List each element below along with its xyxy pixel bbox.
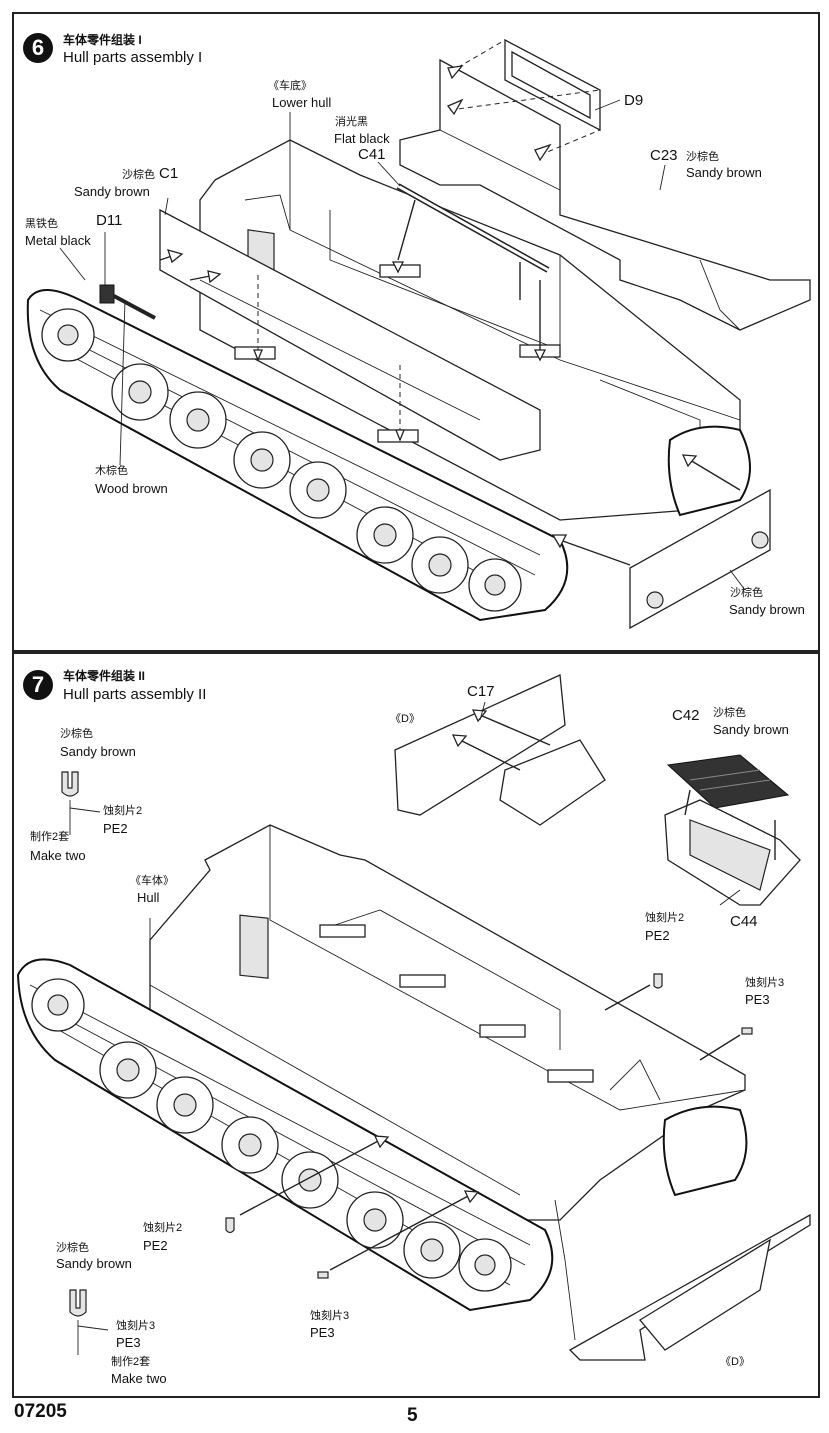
flat-black-label-en: Flat black [334,131,390,146]
lower-hull-label-en: Lower hull [272,95,332,110]
make-two2-en: Make two [111,1371,167,1386]
hull-label-zh: 《车体》 [130,875,174,887]
step-7-title-en: Hull parts assembly II [63,686,207,703]
step7-pe-details [61,771,753,1355]
part-d9-label: D9 [624,92,644,109]
step6-d9-part [446,38,601,162]
step-6-panel [12,12,820,652]
step7-hull [149,824,746,1221]
make-two-zh: 制作2套 [30,831,70,843]
step6-leader-lines [59,99,746,591]
pe2-color-zh: 沙棕色 [60,728,93,740]
step-7-number: 7 [23,670,53,700]
flat-black-label-zh: 消光黑 [335,116,368,128]
rear-plate-color-en: Sandy brown [729,602,805,617]
pe3-bottom-zh: 蚀刻片3 [310,1310,350,1322]
make-two2-zh: 制作2套 [111,1356,151,1368]
step7-c17-part [394,674,606,826]
step-6-title-en: Hull parts assembly I [63,49,203,66]
step6-rear-plate [551,454,771,630]
pe2-detail-zh: 蚀刻片2 [103,805,143,817]
pe2-detail-label: PE2 [103,821,128,836]
step7-tracks-right [662,1105,748,1197]
hull-label-en: Hull [137,890,160,905]
part-d11-label: D11 [96,212,123,229]
step-6-title-zh: 车体零件组装 I [63,33,142,47]
lower-hull-label-zh: 《车底》 [268,80,312,92]
step6-d11-part [99,249,222,320]
pe3-color-en: Sandy brown [56,1256,132,1271]
make-two-en: Make two [30,848,86,863]
page-number: 5 [407,1405,418,1426]
product-code: 07205 [14,1401,67,1422]
wood-brown-zh: 木棕色 [95,465,128,477]
d-ref-top: 《D》 [390,713,420,725]
step7-d-rear-part [554,1199,811,1361]
step6-c23-sponson-plate [399,58,811,331]
pe3-right-zh: 蚀刻片3 [745,977,785,989]
d-ref-bottom: 《D》 [720,1356,750,1368]
step-7-panel [12,652,820,1398]
metal-black-en: Metal black [25,233,91,248]
c1-color-en: Sandy brown [74,184,150,199]
pe2-right-label: PE2 [645,928,670,943]
step-7-title-zh: 车体零件组装 II [63,669,146,683]
wood-brown-en: Wood brown [95,481,168,496]
c23-color-en: Sandy brown [686,165,762,180]
pe3-bottom-label: PE3 [310,1325,335,1340]
pe2-bottom-label: PE2 [143,1238,168,1253]
step-6-number: 6 [23,33,53,63]
pe2-right-zh: 蚀刻片2 [645,912,685,924]
part-c41-label: C41 [358,146,386,163]
c1-color-zh: 沙棕色 [122,169,155,181]
part-c1-label: C1 [159,165,179,182]
step7-c44-part [664,789,801,906]
pe3-color-zh: 沙棕色 [56,1242,89,1254]
part-c17-label: C17 [467,683,495,700]
pe2-bottom-zh: 蚀刻片2 [143,1222,183,1234]
pe3-detail-zh: 蚀刻片3 [116,1320,156,1332]
c42-color-en: Sandy brown [713,722,789,737]
metal-black-zh: 黑铁色 [25,218,58,230]
step7-leader-lines [149,701,741,950]
part-c42-label: C42 [672,707,700,724]
step6-tracks-left [26,289,569,622]
pe2-color-en: Sandy brown [60,744,136,759]
c42-color-zh: 沙棕色 [713,707,746,719]
step6-c41-rod [391,183,550,362]
pe3-detail-label: PE3 [116,1335,141,1350]
step7-c42-grille [666,754,790,809]
c23-color-zh: 沙棕色 [686,151,719,163]
part-c44-label: C44 [730,913,758,930]
part-c23-label: C23 [650,147,678,164]
rear-plate-color-zh: 沙棕色 [730,587,763,599]
pe3-right-label: PE3 [745,992,770,1007]
